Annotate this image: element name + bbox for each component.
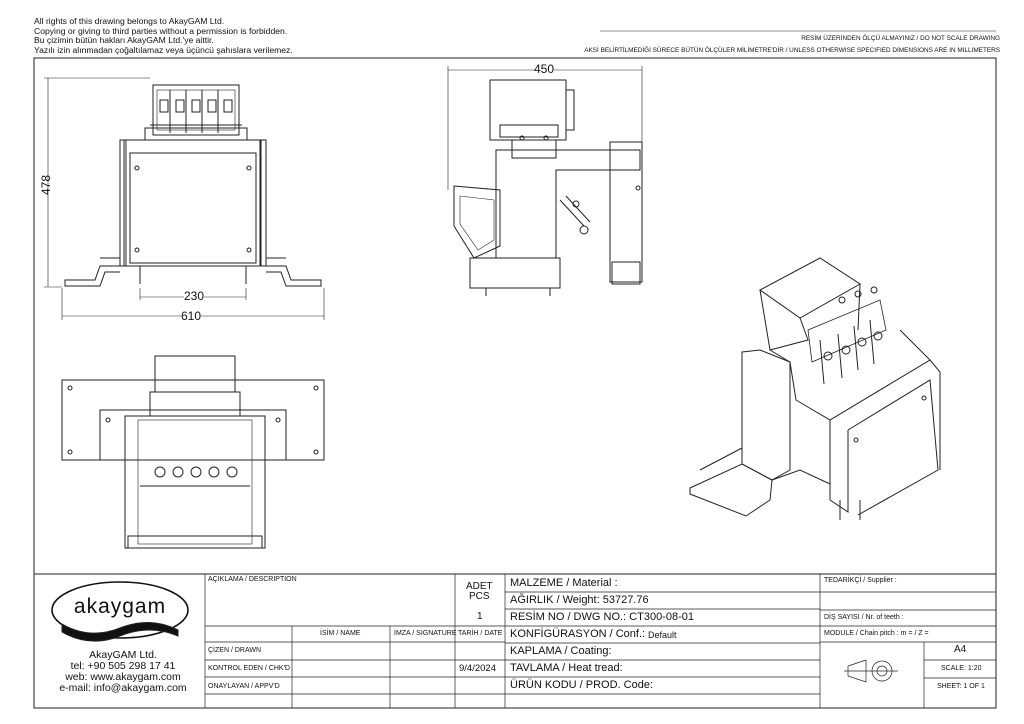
qty-value: 1 (477, 611, 483, 622)
dim-side-width: 450 (534, 62, 555, 76)
isometric-view (689, 257, 941, 520)
approved-label: ONAYLAYAN / APPV'D (208, 683, 280, 690)
projection-symbol-icon (844, 659, 898, 683)
configuration-label: KONFİGÜRASYON / Conf.: (510, 628, 646, 640)
scale-note: RESİM ÜZERİNDEN ÖLÇÜ ALMAYINIZ / DO NOT … (801, 35, 1000, 42)
signature-column-header: İMZA / SIGNATURE (394, 630, 457, 637)
date-column-header: TARİH / DATE (458, 630, 503, 637)
logo-text: akaygam (73, 595, 167, 618)
front-view (64, 84, 322, 287)
company-web: web: www.akaygam.com (65, 671, 181, 683)
side-view (453, 79, 643, 296)
module-label: MODULE / Chain pitch : m = / Z = (824, 630, 929, 637)
sheet-value: SHEET: 1 OF 1 (937, 683, 985, 690)
description-label: AÇIKLAMA / DESCRIPTION (208, 576, 297, 583)
drawn-label: ÇİZEN / DRAWN (208, 647, 262, 654)
material: MALZEME / Material : (510, 577, 618, 589)
copyright-en-line-2: Copying or giving to third parties witho… (34, 25, 288, 36)
title-block-grid (204, 574, 996, 708)
qty-label-2: PCS (469, 591, 490, 602)
name-column-header: İSİM / NAME (320, 630, 361, 637)
configuration-value: Default (648, 630, 677, 640)
copyright-tr-line-1: Bu çizimin bütün hakları AkayGAM Ltd.'ye… (34, 35, 214, 46)
product-code: ÜRÜN KODU / PROD. Code: (510, 679, 654, 691)
company-tel: tel: +90 505 298 17 41 (70, 660, 176, 672)
coating: KAPLAMA / Coating: (510, 645, 612, 657)
drawing-number: RESİM NO / DWG NO.: CT300-08-01 (510, 611, 694, 623)
company-name: AkayGAM Ltd. (89, 649, 157, 661)
copyright-notice: All rights of this drawing belongs to Ak… (34, 16, 293, 55)
teeth-label: DİŞ SAYISI / Nr. of teeth : (824, 614, 904, 621)
supplier-label: TEDARİKÇİ / Supplier : (824, 577, 897, 584)
units-note: AKSİ BELİRTİLMEDİĞİ SÜRECE BÜTÜN ÖLÇÜLER… (584, 47, 1000, 54)
checked-label: KONTROL EDEN / CHK'D (208, 665, 290, 672)
company-email: e-mail: info@akaygam.com (59, 682, 187, 694)
weight: AĞIRLIK / Weight: 53727.76 (510, 594, 649, 606)
dimension-lines (44, 66, 643, 320)
copyright-en-line-1: All rights of this drawing belongs to Ak… (34, 16, 225, 26)
drawing-border (33, 57, 997, 709)
copyright-tr-line-2: Yazılı izin alınmadan çoğaltılamaz veya … (34, 44, 293, 55)
dim-inner-width: 230 (184, 289, 205, 303)
company-logo (51, 581, 189, 642)
qty-label-1: ADET (466, 581, 493, 592)
paper-size: A4 (954, 644, 967, 655)
heat-treatment: TAVLAMA / Heat tread: (510, 662, 623, 674)
dim-total-width: 610 (181, 309, 202, 323)
date-value: 9/4/2024 (459, 663, 496, 674)
top-view (61, 355, 325, 549)
dim-height: 478 (39, 174, 54, 196)
scale-value: SCALE: 1:20 (941, 665, 982, 672)
